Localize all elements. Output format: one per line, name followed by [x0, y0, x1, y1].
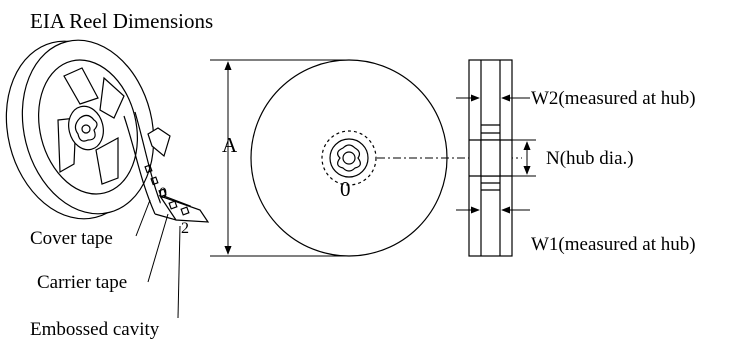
reel-front-view [250, 59, 448, 257]
carrier-tape-label: Carrier tape [37, 272, 127, 293]
w2-label: W2(measured at hub) [531, 88, 696, 109]
dimension-a [210, 59, 349, 257]
reel-perspective [5, 39, 210, 223]
left-leaders [135, 199, 181, 319]
reel-side-view [468, 59, 513, 257]
marker-0-left: 0 [159, 185, 167, 202]
dimension-a-label: A [222, 133, 238, 157]
marker-0-center: 0 [340, 177, 351, 201]
marker-2: 2 [181, 220, 189, 237]
n-label: N(hub dia.) [546, 148, 634, 169]
embossed-cavity-label: Embossed cavity [30, 319, 160, 340]
w1-label: W1(measured at hub) [531, 234, 696, 255]
cover-tape-label: Cover tape [30, 228, 113, 249]
dimension-n [512, 139, 536, 177]
diagram-title: EIA Reel Dimensions [30, 9, 213, 33]
